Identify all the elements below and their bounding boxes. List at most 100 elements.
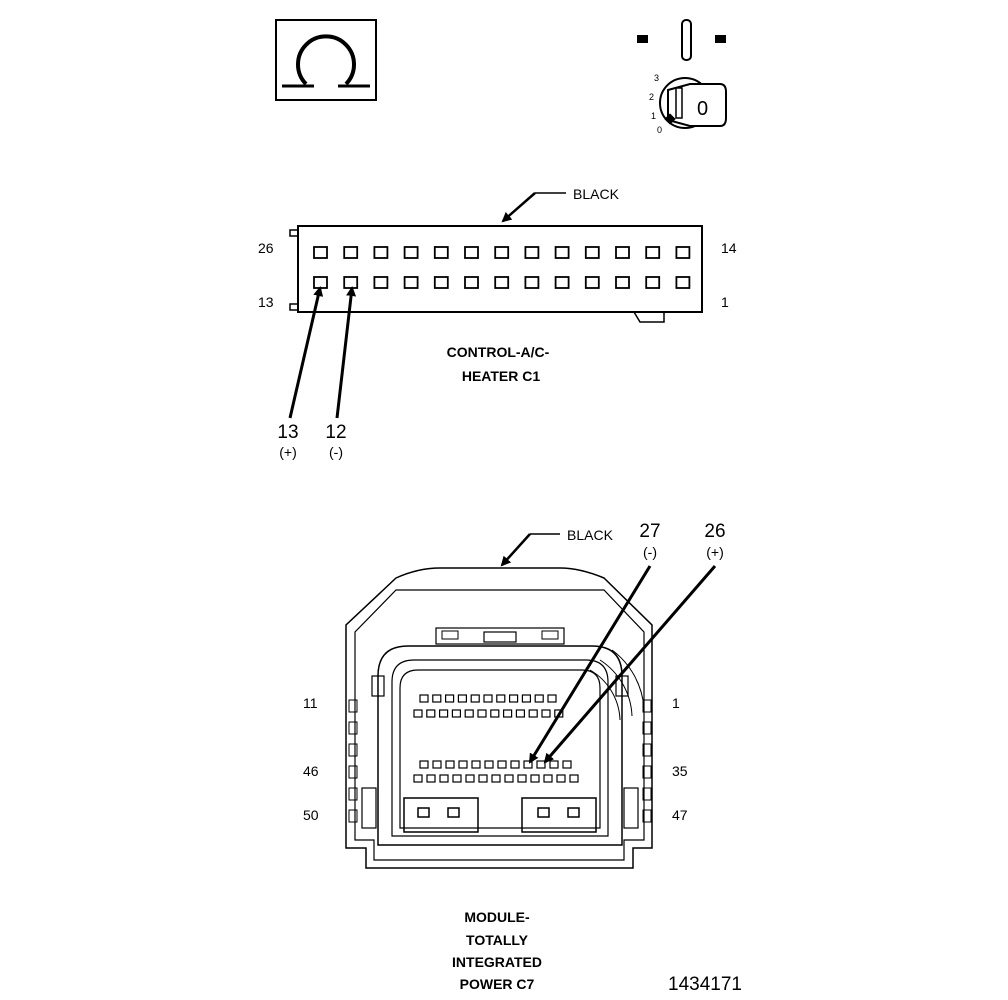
c1-pin-cavity: [584, 276, 600, 289]
c1-pin-cavity: [464, 246, 479, 259]
c1-pin-1-label: 1: [721, 294, 729, 310]
c1-pin-cavity: [464, 276, 479, 289]
c1-pin-26-label: 26: [258, 240, 274, 256]
c7-pin-cavity: [490, 709, 500, 718]
connector-c1: BLACK 26 14 13 1 CONTROL-A/C- HEATER C1 …: [258, 186, 737, 460]
c7-pin-cavity: [445, 760, 455, 769]
c7-title-line3: INTEGRATED: [452, 954, 542, 970]
c1-title-line2: HEATER C1: [462, 368, 541, 384]
c7-pin-cavity: [521, 694, 532, 703]
ignition-position-2: 2: [649, 92, 654, 102]
c7-pin-11-label: 11: [303, 695, 318, 711]
c7-pin-cavity: [439, 709, 449, 718]
c7-pin-cavity: [426, 709, 436, 718]
c1-probe-pos-sign: (+): [279, 444, 297, 460]
c7-pin-cavity: [497, 760, 507, 769]
figure-number: 1434171: [668, 974, 742, 995]
c1-pin-cavity: [645, 246, 661, 259]
c7-pin-cavity: [509, 694, 519, 703]
c7-pin-cavity: [445, 694, 455, 703]
c1-pin-cavity: [524, 276, 540, 289]
c1-pin-14-label: 14: [721, 240, 737, 256]
c7-pin-cavity: [432, 694, 442, 703]
c1-pin-cavity: [494, 276, 510, 289]
c7-pin-cavity: [530, 774, 540, 783]
c7-probe-pos-number: 26: [704, 521, 725, 542]
c1-pin-cavity: [313, 246, 328, 259]
c1-pin-cavity: [373, 246, 389, 259]
c7-pin-cavity: [419, 694, 429, 703]
c7-title-line4: POWER C7: [460, 976, 535, 992]
c7-probe-neg-sign: (-): [643, 544, 657, 560]
c7-pin-cavity: [496, 694, 506, 703]
c7-side-rib: [348, 743, 358, 757]
c7-pin-cavities: [413, 694, 579, 783]
c1-probe-pos-number: 13: [277, 422, 298, 443]
ignition-position-0: 0: [657, 125, 662, 135]
c1-pin-cavity: [403, 246, 419, 259]
c7-pin-cavity: [569, 774, 579, 783]
c1-pin-cavity: [675, 246, 691, 259]
c7-pin-cavity: [413, 774, 423, 783]
ignition-key-label: 0: [697, 98, 708, 120]
c7-pin-cavity: [452, 774, 462, 783]
c7-pin-cavity: [439, 774, 449, 783]
c7-pin-cavity: [491, 774, 501, 783]
c1-pin-cavity: [615, 276, 630, 289]
c7-pin-cavity: [419, 760, 429, 769]
c7-pin-1-label: 1: [672, 695, 680, 711]
c7-side-rib: [642, 721, 652, 735]
c7-side-rib: [642, 787, 652, 801]
ignition-position-3: 3: [654, 73, 659, 83]
c7-pin-cavity: [483, 694, 493, 703]
c7-title-line1: MODULE-: [464, 909, 530, 925]
c7-pin-50-label: 50: [303, 807, 319, 823]
c7-pin-cavity: [451, 709, 461, 718]
c7-pin-cavity: [536, 760, 546, 769]
c1-pin-cavity: [433, 276, 449, 289]
c7-pin-cavity: [458, 760, 468, 769]
c7-pin-cavity: [510, 760, 520, 769]
c7-color-label: BLACK: [567, 527, 614, 543]
ignition-key-icon: 0 3 2 1 0: [637, 19, 727, 135]
ignition-position-1: 1: [651, 111, 656, 121]
c7-pin-cavity: [465, 774, 475, 783]
c7-pin-46-label: 46: [303, 763, 319, 779]
c7-side-rib: [642, 699, 652, 713]
c1-pin-cavity: [645, 276, 661, 289]
c1-probe-neg-number: 12: [325, 422, 346, 443]
c7-pin-cavity: [562, 760, 572, 769]
c7-pin-cavity: [471, 760, 481, 769]
c7-pin-cavity: [503, 709, 513, 718]
c7-side-rib: [348, 809, 358, 823]
c1-pin-13-label: 13: [258, 294, 274, 310]
c1-pin-cavity: [615, 246, 630, 259]
c7-pin-cavity: [547, 694, 557, 703]
c7-pin-cavity: [457, 694, 467, 703]
c7-side-rib: [642, 765, 652, 779]
c1-pin-cavity: [584, 246, 600, 259]
c7-pin-cavity: [413, 709, 423, 718]
c1-title-line1: CONTROL-A/C-: [447, 344, 550, 360]
c7-pin-cavity: [517, 774, 527, 783]
c7-probe-pos-sign: (+): [706, 544, 724, 560]
c7-side-rib: [348, 787, 358, 801]
c7-pin-cavity: [432, 760, 442, 769]
c7-pin-cavity: [541, 709, 551, 718]
c7-side-rib: [642, 809, 652, 823]
c7-side-ribs: [348, 699, 652, 823]
c7-pin-cavity: [556, 774, 566, 783]
c7-probe-neg-number: 27: [639, 521, 660, 542]
c7-pin-cavity: [523, 760, 533, 769]
c7-pin-cavity: [484, 760, 494, 769]
c7-pin-cavity: [515, 709, 526, 718]
c7-pin-35-label: 35: [672, 763, 688, 779]
c1-pin-cavities: [313, 246, 691, 289]
c1-pin-cavity: [343, 246, 359, 259]
c7-title-line2: TOTALLY: [466, 932, 529, 948]
c7-pin-cavity: [534, 694, 544, 703]
c7-pin-cavity: [470, 694, 480, 703]
c7-side-rib: [642, 743, 652, 757]
c7-pin-cavity: [528, 709, 538, 718]
